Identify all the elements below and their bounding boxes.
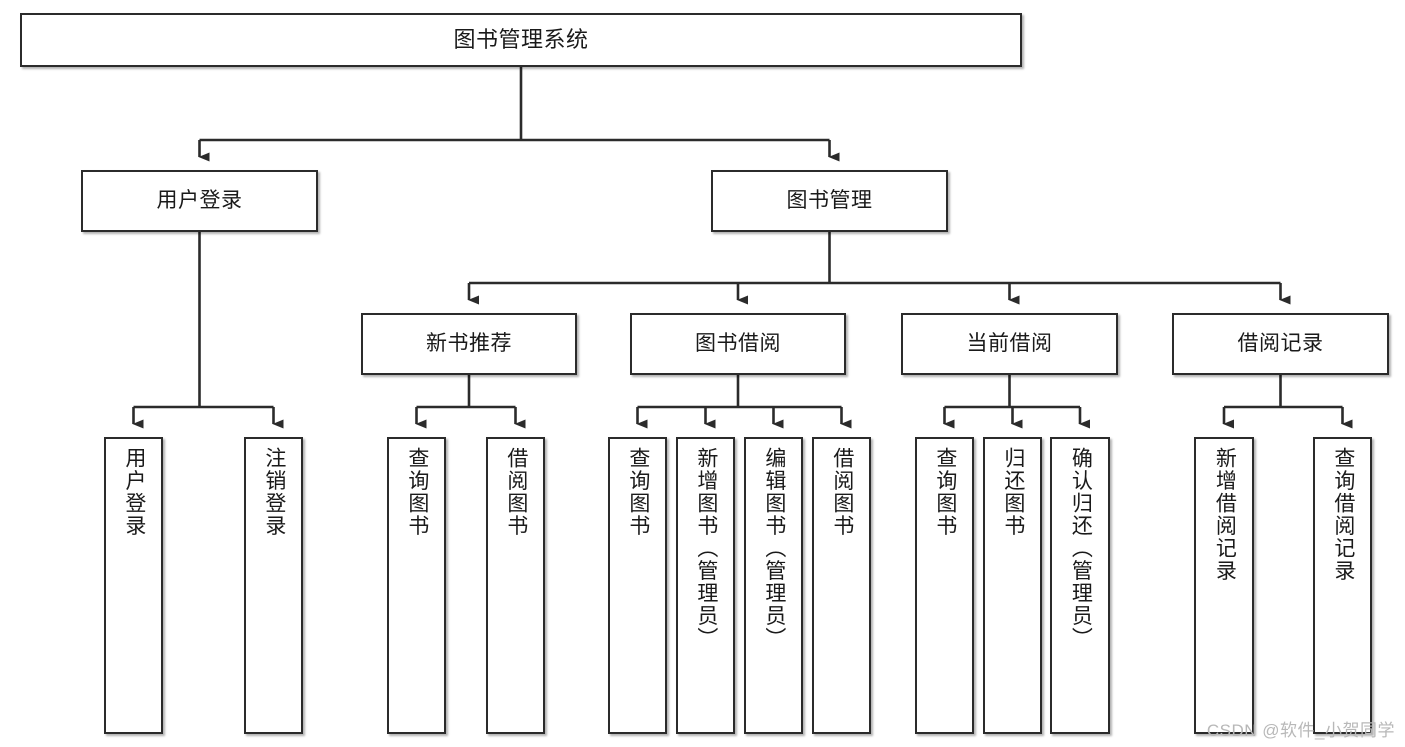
leaf-query-book[interactable]: 查询图书 <box>608 437 667 734</box>
leaf-borrow-book-recommendation[interactable]: 借阅图书 <box>486 437 545 734</box>
node-label: 新增借阅记录 <box>1213 447 1237 582</box>
node-label: 当前借阅 <box>966 331 1053 355</box>
leaf-add-borrow-record[interactable]: 新增借阅记录 <box>1194 437 1254 734</box>
node-label: 新书推荐 <box>426 331 512 355</box>
node-book-management[interactable]: 图书管理 <box>711 170 948 232</box>
node-label: 归还图书 <box>1001 447 1025 537</box>
node-label: 图书管理系统 <box>453 27 589 53</box>
node-root[interactable]: 图书管理系统 <box>20 13 1022 67</box>
leaf-query-borrow-record[interactable]: 查询借阅记录 <box>1313 437 1372 734</box>
leaf-user-login[interactable]: 用户登录 <box>104 437 163 734</box>
node-label: 借阅图书 <box>504 447 528 537</box>
node-label: 确认归还（管理员） <box>1069 447 1093 650</box>
watermark: CSDN @软件_小贺同学 <box>1206 721 1395 740</box>
node-label: 查询图书 <box>626 447 650 537</box>
node-label: 查询图书 <box>933 447 957 537</box>
node-book-borrow[interactable]: 图书借阅 <box>630 313 846 375</box>
node-borrow-record[interactable]: 借阅记录 <box>1172 313 1389 375</box>
node-label: 用户登录 <box>122 447 146 537</box>
leaf-logout[interactable]: 注销登录 <box>244 437 303 734</box>
node-label: 查询借阅记录 <box>1331 447 1355 582</box>
leaf-add-book-admin[interactable]: 新增图书（管理员） <box>676 437 735 734</box>
node-label: 新增图书（管理员） <box>694 447 718 650</box>
node-current-borrow[interactable]: 当前借阅 <box>901 313 1118 375</box>
node-new-book-recommendation[interactable]: 新书推荐 <box>361 313 577 375</box>
node-label: 借阅图书 <box>830 447 854 537</box>
node-label: 编辑图书（管理员） <box>762 447 786 650</box>
node-user-login[interactable]: 用户登录 <box>81 170 318 232</box>
node-label: 图书借阅 <box>695 331 781 355</box>
node-label: 用户登录 <box>156 188 243 212</box>
node-label: 注销登录 <box>262 447 286 537</box>
node-label: 查询图书 <box>405 447 429 537</box>
node-label: 图书管理 <box>786 188 873 212</box>
leaf-edit-book-admin[interactable]: 编辑图书（管理员） <box>744 437 803 734</box>
leaf-query-book-current[interactable]: 查询图书 <box>915 437 974 734</box>
node-label: 借阅记录 <box>1237 331 1324 355</box>
leaf-return-book[interactable]: 归还图书 <box>983 437 1042 734</box>
leaf-borrow-book[interactable]: 借阅图书 <box>812 437 871 734</box>
leaf-confirm-return-admin[interactable]: 确认归还（管理员） <box>1050 437 1110 734</box>
leaf-query-book-recommendation[interactable]: 查询图书 <box>387 437 446 734</box>
